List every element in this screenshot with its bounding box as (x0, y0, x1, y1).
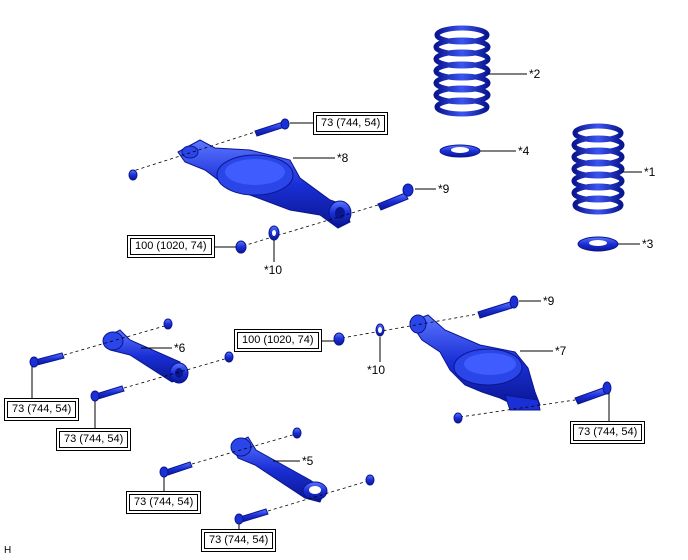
bolt-toe-link-inner (29, 352, 65, 368)
callout-1: *1 (644, 165, 656, 179)
torque-spec-upper-nut: 100 (1020, 74) (127, 235, 215, 258)
torque-spec-toe-outer: 73 (744, 54) (56, 428, 132, 451)
nut-toe-link-outer (224, 351, 234, 363)
torque-spec-text: 73 (744, 54) (573, 424, 643, 441)
callout-4: *4 (518, 144, 530, 158)
lower-arm-upper (177, 139, 352, 229)
callout-8: *8 (337, 151, 349, 165)
torque-spec-text: 73 (744, 54) (129, 494, 199, 511)
callout-5: *5 (302, 454, 314, 468)
callout-6: *6 (174, 341, 186, 355)
torque-spec-upper-bolt: 73 (744, 54) (313, 112, 389, 135)
bolt-9-lower (477, 295, 519, 319)
bolt-link-outer (234, 508, 269, 525)
torque-spec-text: 100 (1020, 74) (237, 332, 319, 349)
torque-spec-text: 73 (744, 54) (204, 532, 274, 549)
torque-spec-text: 100 (1020, 74) (130, 238, 212, 255)
bolt-link-inner (159, 461, 193, 478)
spring-insulator-right (577, 236, 619, 252)
torque-spec-lower-nut: 100 (1020, 74) (234, 329, 322, 352)
toe-control-link (102, 329, 189, 384)
nut-left-upper (128, 169, 138, 181)
nut-link-outer (365, 474, 375, 486)
callout-10-lower: *10 (367, 363, 386, 377)
figure-code: H (4, 545, 12, 556)
torque-spec-lower-arm-rear: 73 (744, 54) (570, 421, 646, 444)
nut-toe-link-inner (163, 318, 173, 330)
bolt-lower-arm-rear (574, 381, 612, 405)
torque-spec-link-inner: 73 (744, 54) (126, 491, 202, 514)
upper-control-link (230, 436, 328, 503)
bolt-toe-link-outer (90, 385, 125, 402)
nut-link-inner (292, 427, 302, 439)
bolt-9-upper (377, 183, 414, 211)
spring-insulator-upper (439, 144, 481, 158)
nut-upper-arm (235, 240, 247, 254)
callout-9-lower: *9 (543, 294, 555, 308)
torque-spec-text: 73 (744, 54) (316, 115, 386, 132)
callout-10-upper: *10 (264, 263, 283, 277)
callout-2: *2 (529, 67, 541, 81)
callout-9-upper: *9 (438, 182, 450, 196)
torque-spec-text: 73 (744, 54) (7, 401, 77, 418)
washer-10-lower (375, 323, 385, 337)
bolt-upper-arm (254, 118, 290, 137)
coil-spring-right (571, 123, 625, 215)
torque-spec-text: 73 (744, 54) (59, 431, 129, 448)
nut-lower-arm-rear (453, 412, 463, 424)
callout-3: *3 (642, 237, 654, 251)
coil-spring-upper (433, 25, 491, 117)
washer-10-upper (268, 225, 280, 241)
callout-7: *7 (555, 344, 567, 358)
lower-arm-right (409, 314, 541, 411)
nut-lower-arm (333, 332, 345, 346)
torque-spec-link-outer: 73 (744, 54) (201, 529, 277, 552)
torque-spec-toe-inner: 73 (744, 54) (4, 398, 80, 421)
